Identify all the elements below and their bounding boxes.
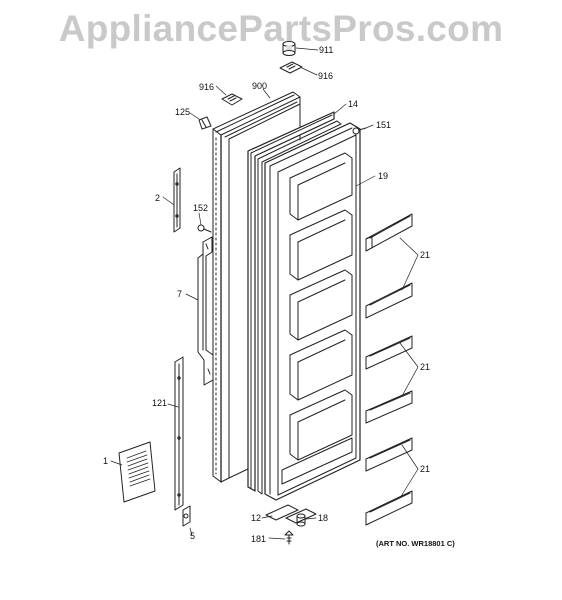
door-bin-5 [365, 437, 413, 472]
callout-5: 5 [190, 531, 196, 541]
callout-151: 151 [376, 120, 392, 130]
part-125-door-stop [198, 116, 212, 130]
part-7-door-handle [197, 236, 214, 386]
callout-916-right: 916 [318, 71, 334, 81]
callout-1: 1 [103, 456, 109, 466]
watermark-logo: AppliancePartsPros.com [58, 8, 504, 49]
callout-21-middle: 21 [420, 362, 431, 372]
part-900-door-panel [212, 91, 301, 483]
callout-900: 900 [252, 81, 268, 91]
part-152-screw [197, 224, 212, 233]
art-number: (ART NO. WR18801 C) [376, 539, 455, 548]
callout-21-top: 21 [420, 250, 431, 260]
part-21-door-bins [365, 213, 413, 526]
part-19-door-liner [264, 122, 361, 501]
callout-2: 2 [155, 193, 161, 203]
part-916-hinge-cap-top [279, 61, 303, 74]
door-bin-6 [365, 490, 413, 526]
part-121-trim-strip [174, 356, 184, 511]
callout-152: 152 [193, 203, 209, 213]
part-911-hinge-bushing [282, 41, 296, 56]
part-181-screw [284, 530, 294, 545]
callout-12: 12 [251, 513, 262, 523]
door-bin-2 [365, 282, 413, 319]
part-5-bottom-cam [182, 505, 191, 527]
door-bin-1 [365, 213, 413, 252]
part-18-hinge-bracket [285, 508, 317, 527]
part-14-door-gasket [247, 111, 342, 495]
callout-181: 181 [251, 534, 267, 544]
door-bin-3 [365, 335, 413, 370]
part-151-screw [352, 127, 367, 135]
callout-121: 121 [152, 398, 168, 408]
callout-14: 14 [348, 99, 359, 109]
part-2-trim-strip [173, 167, 181, 233]
door-bin-4 [365, 390, 413, 424]
callout-916-left: 916 [199, 82, 215, 92]
callout-leader-lines [110, 47, 419, 540]
callout-18: 18 [318, 513, 329, 523]
callout-911: 911 [319, 45, 334, 55]
part-916-hinge-cap-left [221, 93, 243, 106]
part-12-bottom-hinge [265, 504, 299, 521]
part-1-instruction-booklet [118, 441, 156, 503]
callout-7: 7 [177, 289, 183, 299]
callout-19: 19 [378, 171, 389, 181]
callout-125: 125 [175, 107, 191, 117]
callout-21-bottom: 21 [420, 464, 431, 474]
